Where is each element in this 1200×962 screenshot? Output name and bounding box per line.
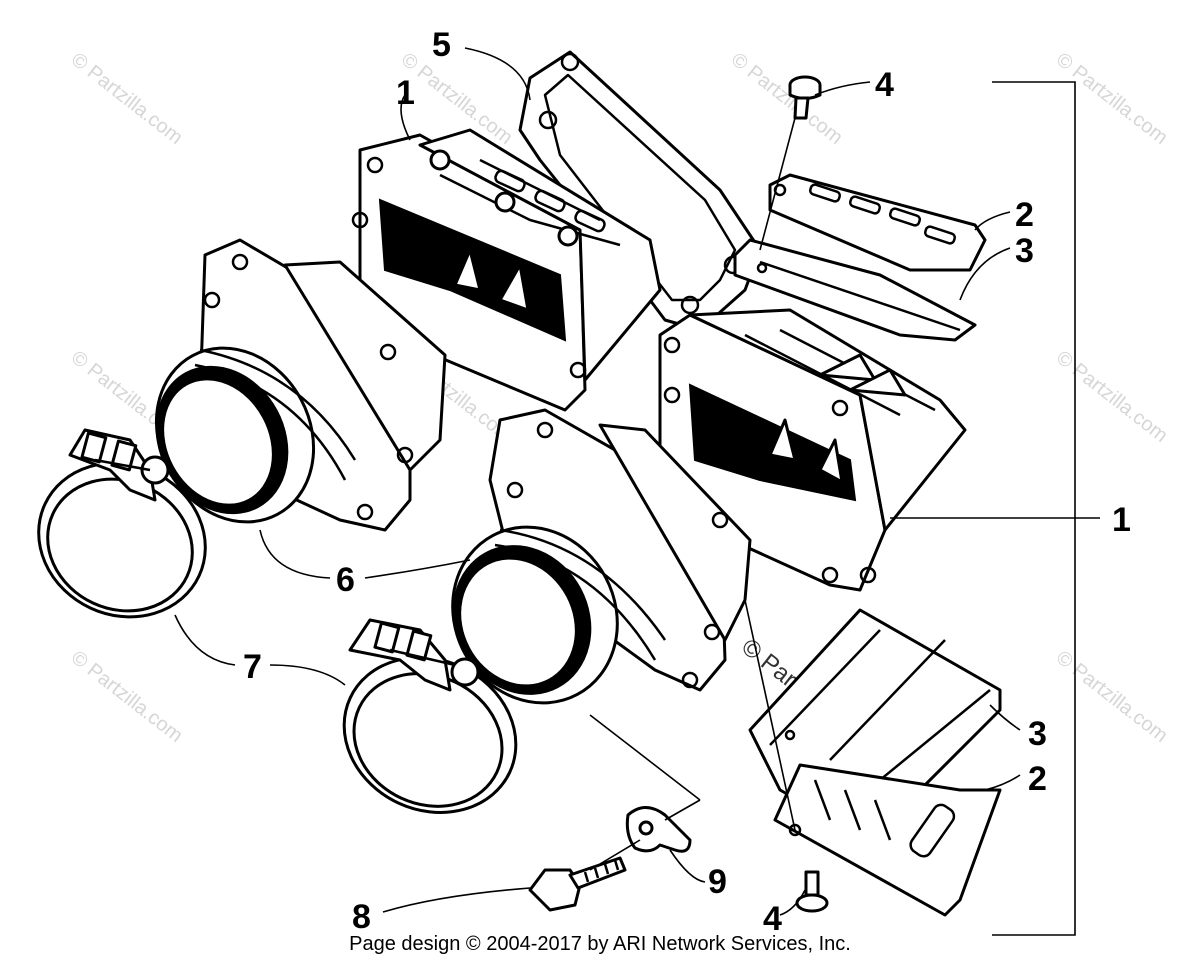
callout-3-bottom: 3	[1028, 715, 1047, 753]
hose-clamp-bottom-part-7	[342, 618, 518, 814]
callout-6: 6	[336, 561, 355, 599]
screw-top-part-4	[788, 75, 822, 120]
watermark: © Partzilla.com	[1052, 49, 1172, 149]
watermark: © Partzilla.com	[727, 49, 847, 149]
watermark: © Partzilla.com	[1052, 347, 1172, 447]
hose-clamp-top-part-7	[37, 428, 207, 619]
leader-lines	[174, 47, 1100, 936]
reed-cage-top-part-1	[351, 128, 662, 412]
callout-1-right: 1	[1112, 501, 1131, 539]
reed-petal-top-part-3	[733, 238, 977, 342]
callout-7: 7	[243, 648, 262, 686]
reed-stop-bottom-part-2	[773, 763, 1002, 917]
intake-flange-right-part-6	[451, 408, 752, 705]
callout-4-bottom: 4	[763, 900, 782, 938]
intake-flange-left-part-6	[154, 238, 447, 532]
callout-1-top: 1	[396, 74, 415, 112]
bolt-part-8	[528, 856, 627, 912]
watermark: © Partzilla.com	[1052, 647, 1172, 747]
callout-5: 5	[432, 26, 451, 64]
callout-labels: 5 1 4 2 3 1 6 7 3 2 9 8 4	[243, 26, 1131, 938]
callout-4-top: 4	[875, 66, 894, 104]
callout-2-top: 2	[1015, 196, 1034, 234]
reed-stop-top-part-2	[768, 173, 987, 272]
callout-3-top: 3	[1015, 232, 1034, 270]
screw-bottom-part-4	[795, 870, 829, 913]
tab-washer-part-9	[625, 806, 692, 853]
callout-8: 8	[352, 898, 371, 936]
page-credit: Page design © 2004-2017 by ARI Network S…	[349, 933, 851, 955]
watermark: © Partzilla.com	[67, 49, 187, 149]
callout-9: 9	[708, 863, 727, 901]
watermark: © Partzilla.com	[67, 647, 187, 747]
callout-2-bottom: 2	[1028, 760, 1047, 798]
